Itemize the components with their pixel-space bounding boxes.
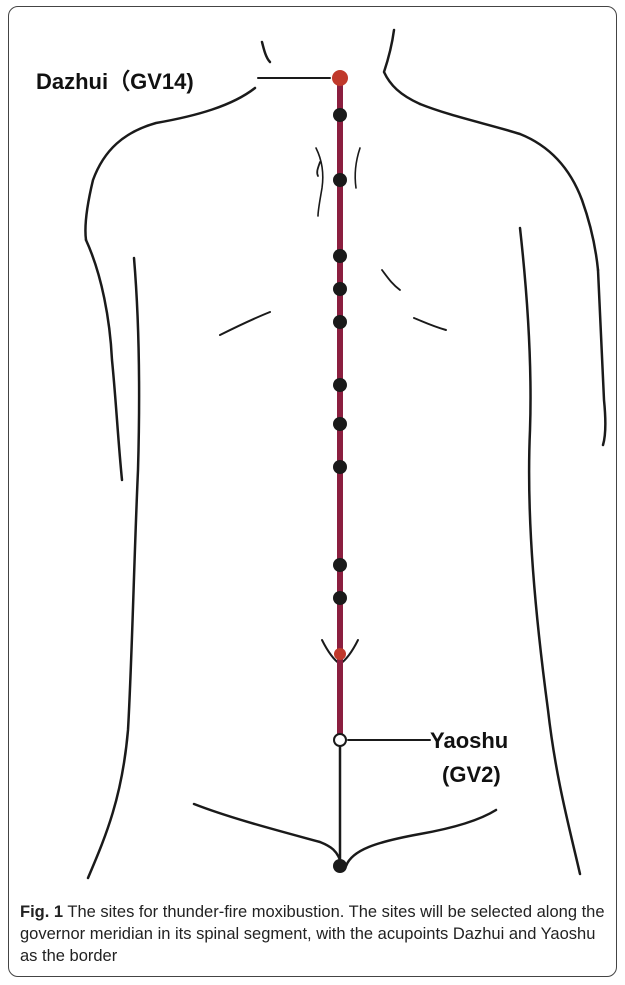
gluteal-right-line xyxy=(346,810,496,866)
yaoshu-label: Yaoshu xyxy=(430,728,508,754)
caption-text: The sites for thunder-fire moxibustion. … xyxy=(20,903,605,965)
acupoint xyxy=(334,648,346,660)
left-scapula-mark-2 xyxy=(317,162,320,176)
gluteal-left-line xyxy=(194,804,342,866)
right-scapula-mark-2 xyxy=(382,270,400,290)
right-shoulder-outline xyxy=(420,104,598,270)
neck-right-outline xyxy=(384,30,420,104)
acupoint-yaoshu xyxy=(334,734,346,746)
acupoint xyxy=(333,249,347,263)
acupoint xyxy=(333,282,347,296)
acupoint xyxy=(333,173,347,187)
caption-label: Fig. 1 xyxy=(20,903,63,921)
spine-bracket-left xyxy=(316,148,323,216)
acupoint xyxy=(333,558,347,572)
acupoint xyxy=(333,460,347,474)
acupoint xyxy=(333,108,347,122)
figure-caption: Fig. 1 The sites for thunder-fire moxibu… xyxy=(20,901,610,967)
spine-bracket-right xyxy=(355,148,360,188)
left-arm-outline xyxy=(86,240,122,480)
acupoint xyxy=(333,591,347,605)
right-arm-outline xyxy=(598,270,605,445)
left-torso-outline xyxy=(88,258,139,878)
acupoint xyxy=(333,315,347,329)
yaoshu-code-label: (GV2) xyxy=(442,762,501,788)
acupoint-sacral-end xyxy=(333,859,347,873)
acupoint xyxy=(333,378,347,392)
acupoint xyxy=(333,417,347,431)
dazhui-label: Dazhui（GV14) xyxy=(36,64,194,96)
acupoint-dazhui xyxy=(332,70,348,86)
right-torso-outline xyxy=(520,228,580,874)
left-shoulder-outline xyxy=(85,88,255,240)
left-scapula-mark xyxy=(220,312,270,335)
neck-left-outline xyxy=(262,42,270,62)
right-scapula-mark xyxy=(414,318,446,330)
